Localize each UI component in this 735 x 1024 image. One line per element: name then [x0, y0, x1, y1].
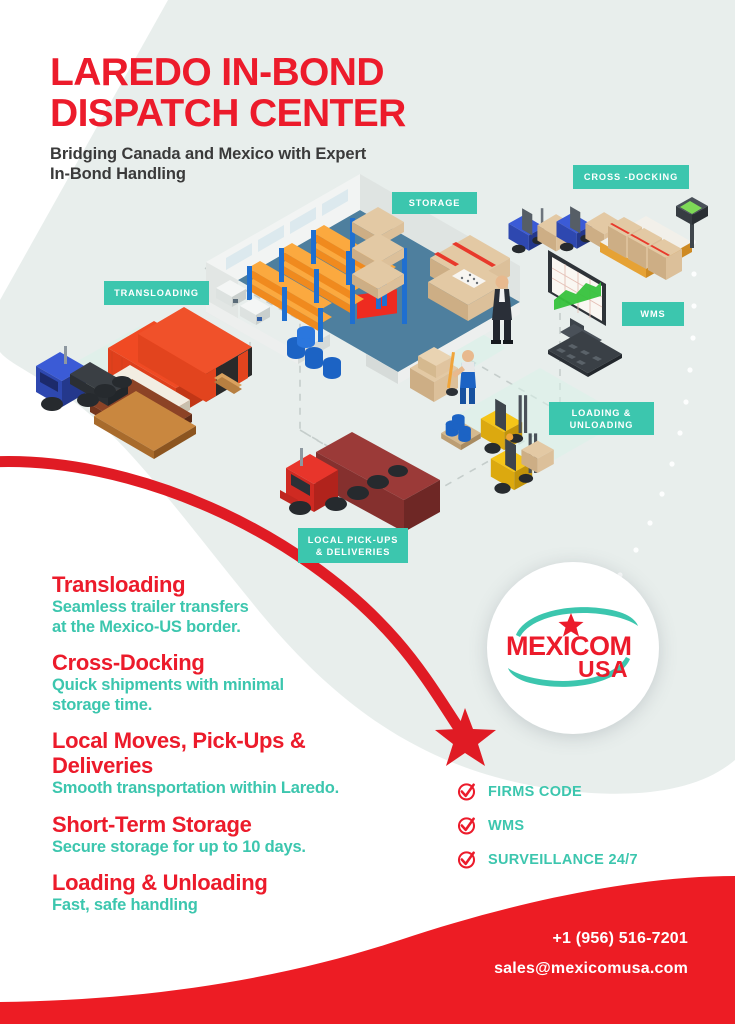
service-item-cross-docking: Cross-Docking Quick shipments with minim…	[52, 650, 432, 715]
checklist-label: FIRMS CODE	[488, 783, 583, 800]
service-title-line1: Local Moves, Pick-Ups &	[52, 728, 306, 753]
label-storage: STORAGE	[392, 192, 477, 214]
service-desc-line2: storage time.	[52, 695, 153, 714]
circle-check-icon	[457, 817, 476, 835]
contact-email[interactable]: sales@mexicomusa.com	[494, 960, 688, 977]
service-desc-line1: Seamless trailer transfers	[52, 598, 249, 616]
service-title: Short-Term Storage	[52, 811, 252, 837]
red-swoosh-arrow	[0, 456, 496, 766]
logo-country-text: USA	[578, 656, 628, 682]
worker-handtruck	[410, 347, 476, 404]
service-description: Smooth transportation within Laredo.	[52, 779, 340, 797]
checklist-label: SURVEILLANCE 24/7	[488, 851, 638, 868]
contact-phone[interactable]: +1 (956) 516-7201	[552, 930, 688, 947]
poster-header: LAREDO IN-BOND DISPATCH CENTER Bridging …	[50, 52, 520, 184]
circle-check-icon	[457, 851, 476, 869]
wall-units	[216, 280, 270, 325]
service-desc-line2: at the Mexico-US border.	[52, 617, 241, 636]
label-loading-line1: LOADING &	[571, 407, 632, 418]
service-item-short-term-storage: Short-Term Storage Secure storage for up…	[52, 812, 432, 858]
isometric-warehouse-illustration	[36, 174, 708, 532]
service-title: Local Moves, Pick-Ups & Deliveries	[52, 728, 432, 778]
service-item-transloading: Transloading Seamless trailer transfers …	[52, 572, 432, 637]
rack-with-cartons	[350, 207, 407, 324]
label-local-pickups: LOCAL PICK-UPS & DELIVERIES	[298, 528, 408, 563]
service-description: Seamless trailer transfers at the Mexico…	[52, 598, 432, 637]
service-desc-line1: Quick shipments with minimal	[52, 676, 284, 694]
service-description: Fast, safe handling	[52, 896, 198, 914]
checklist-item-firms-code: FIRMS CODE	[457, 782, 638, 801]
wms-scene	[548, 250, 622, 377]
service-description: Secure storage for up to 10 days.	[52, 837, 306, 856]
mexicom-usa-logo: MEXICOM USA	[506, 607, 638, 687]
page-title-line1: LAREDO IN-BOND	[50, 51, 385, 94]
drums-blue	[287, 326, 341, 379]
subtitle-line2: In-Bond Handling	[50, 164, 186, 183]
label-loading-unloading: LOADING & UNLOADING	[549, 402, 654, 435]
checklist-item-surveillance: SURVEILLANCE 24/7	[457, 850, 638, 869]
loading-unloading-scene	[441, 395, 554, 494]
footer-red-wave	[0, 864, 735, 1024]
page-subtitle: Bridging Canada and Mexico with Expert I…	[50, 145, 520, 184]
services-list: Transloading Seamless trailer transfers …	[52, 572, 432, 929]
checklist-label: WMS	[488, 817, 525, 834]
label-local-line2: & DELIVERIES	[315, 546, 391, 557]
logo-star-icon	[558, 613, 584, 637]
contact-block: +1 (956) 516-7201 sales@mexicomusa.com	[494, 930, 688, 978]
checklist-item-wms: WMS	[457, 816, 638, 835]
blue-truck	[36, 346, 132, 411]
service-title-line2: Deliveries	[52, 753, 153, 778]
label-cross-docking: CROSS -DOCKING	[573, 165, 689, 189]
businessman	[491, 275, 513, 344]
page-title-line2: DISPATCH CENTER	[50, 92, 406, 135]
transloading-scene	[36, 307, 252, 459]
label-wms: WMS	[622, 302, 684, 326]
scale-platform	[600, 197, 708, 280]
cross-docking-scene	[508, 197, 708, 280]
service-title: Cross-Docking	[52, 650, 205, 675]
racking-orange	[247, 225, 396, 342]
service-item-loading-unloading: Loading & Unloading Fast, safe handling	[52, 870, 432, 916]
service-title: Transloading	[52, 572, 186, 597]
local-delivery-truck	[280, 432, 440, 532]
scattered-papers	[452, 269, 486, 288]
circle-check-icon	[457, 783, 476, 801]
service-description: Quick shipments with minimal storage tim…	[52, 676, 432, 715]
label-loading-line2: UNLOADING	[569, 419, 634, 430]
label-local-line1: LOCAL PICK-UPS	[307, 534, 399, 545]
subtitle-line1: Bridging Canada and Mexico with Expert	[50, 145, 367, 163]
company-logo-badge: MEXICOM USA	[487, 562, 659, 734]
service-item-local-moves: Local Moves, Pick-Ups & Deliveries Smoot…	[52, 728, 432, 799]
service-title: Loading & Unloading	[52, 870, 268, 895]
features-checklist: FIRMS CODE WMS SURVEILLANCE 24/7	[457, 782, 638, 884]
logo-brand-text: MEXICOM	[506, 631, 632, 661]
label-transloading: TRANSLOADING	[104, 281, 209, 305]
